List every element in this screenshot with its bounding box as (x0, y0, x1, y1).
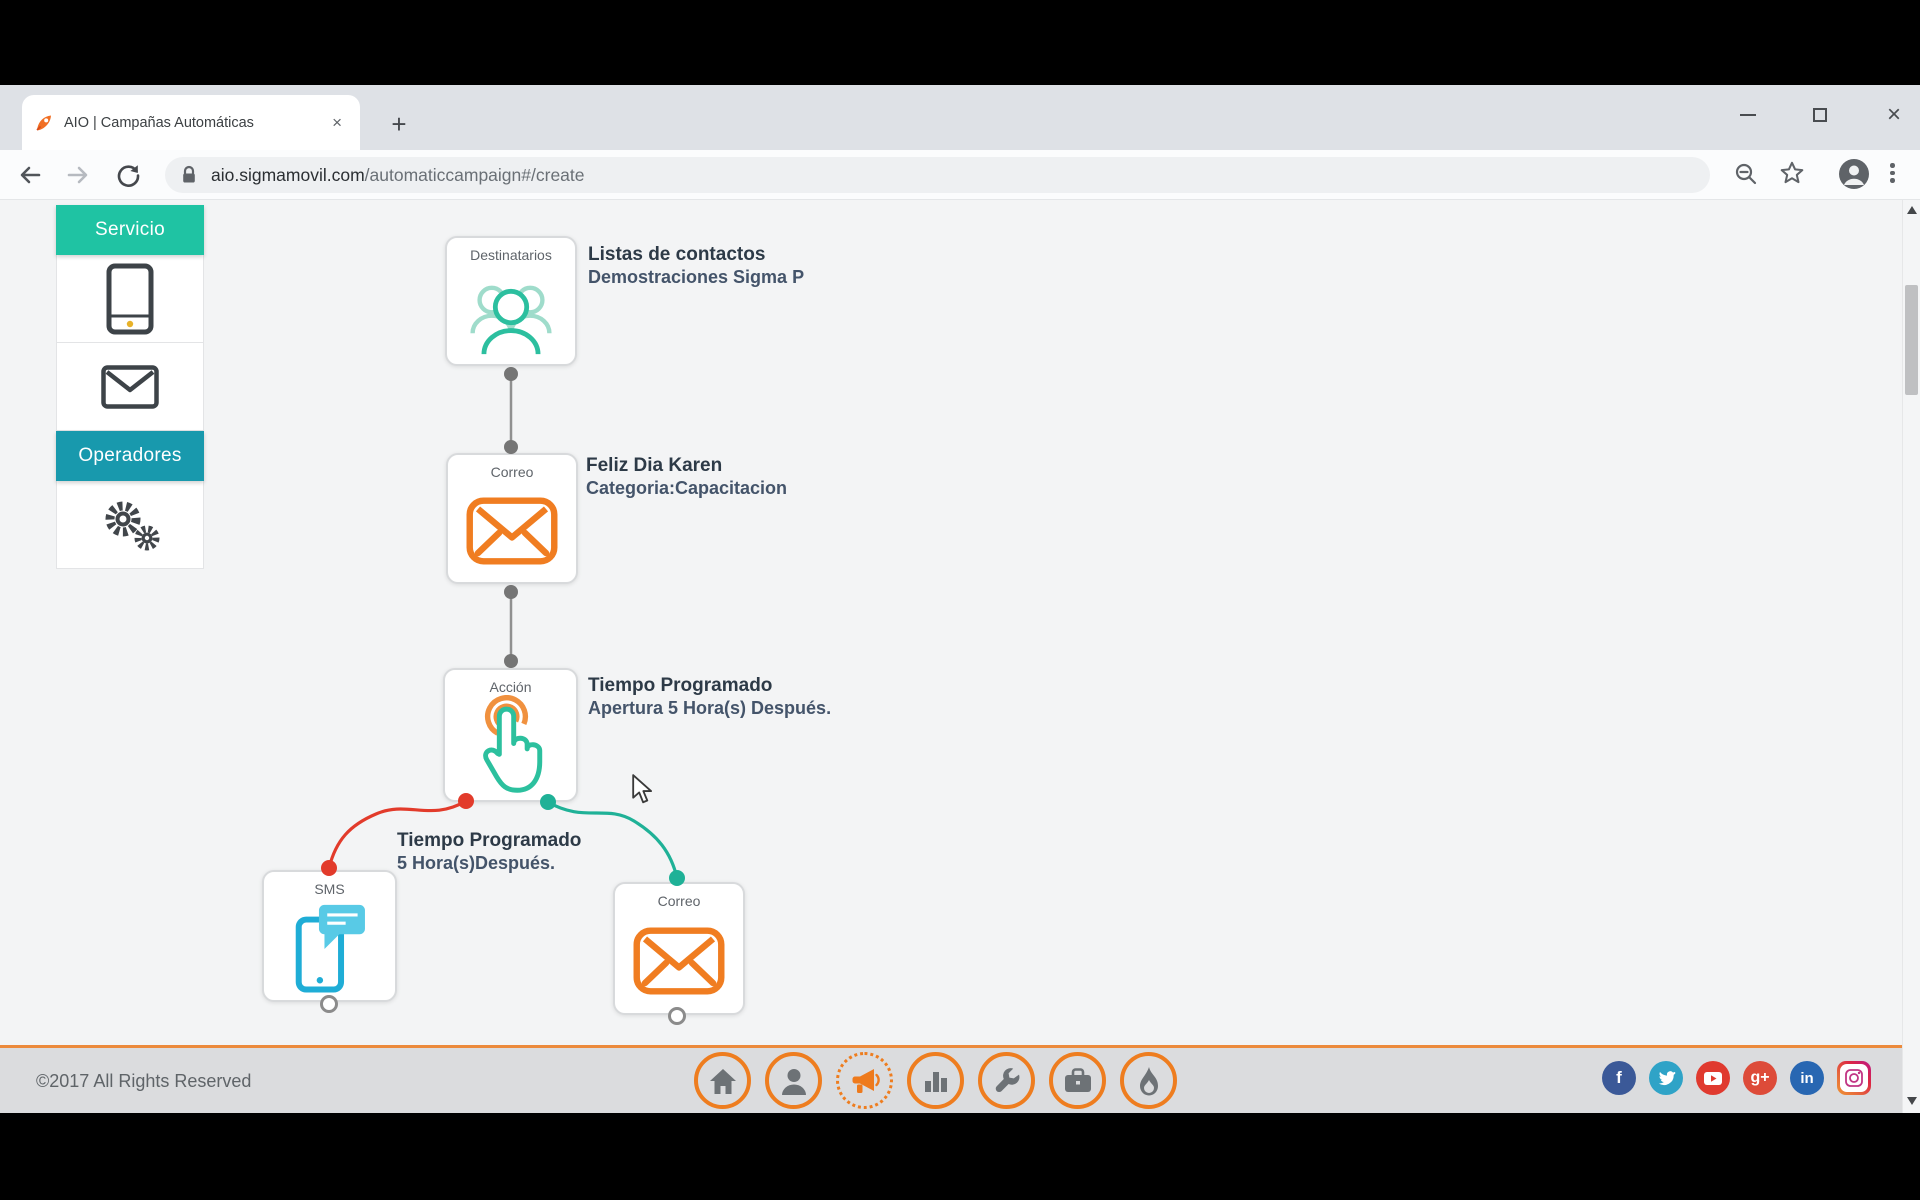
twitter-icon[interactable] (1649, 1061, 1683, 1095)
megaphone-icon (852, 1068, 880, 1093)
linkedin-icon[interactable]: in (1790, 1061, 1824, 1095)
page-scrollbar[interactable] (1902, 200, 1920, 1113)
wrench-icon (995, 1067, 1019, 1092)
flow-node-accion[interactable]: Acción (443, 668, 578, 802)
contacts-group-icon (470, 285, 552, 354)
palette-sidebar: Servicio Operadores (56, 205, 204, 569)
smartphone-icon (106, 263, 154, 334)
browser-window: AIO | Campañas Automáticas × + × aio.sig… (0, 85, 1920, 1113)
node-annotation: Tiempo Programado Apertura 5 Hora(s) Des… (588, 675, 831, 719)
palette-item-sms[interactable] (56, 255, 204, 343)
forward-arrow-icon (67, 166, 88, 184)
profile-avatar[interactable] (1838, 158, 1870, 195)
url-bar[interactable]: aio.sigmamovil.com/automaticcampaign#/cr… (165, 157, 1710, 193)
facebook-icon[interactable]: f (1602, 1061, 1636, 1095)
contacts-button[interactable] (765, 1052, 822, 1109)
back-button[interactable] (14, 159, 46, 191)
browser-toolbar: aio.sigmamovil.com/automaticcampaign#/cr… (0, 150, 1920, 200)
youtube-icon[interactable] (1696, 1061, 1730, 1095)
bookmark-star-icon[interactable] (1780, 161, 1804, 190)
scrollbar-thumb[interactable] (1905, 285, 1918, 395)
hand-pointer-icon (482, 695, 542, 793)
browser-menu-icon[interactable] (1890, 160, 1895, 186)
annotation-subtitle: Apertura 5 Hora(s) Después. (588, 698, 832, 718)
edge-annotation: Tiempo Programado 5 Hora(s)Después. (397, 830, 581, 874)
browser-tab[interactable]: AIO | Campañas Automáticas × (22, 95, 360, 150)
rocket-favicon (36, 115, 51, 131)
window-minimize-button[interactable] (1736, 103, 1760, 127)
palette-item-operadores[interactable] (56, 481, 204, 569)
node-label: Acción (489, 679, 532, 695)
scrollbar-down-arrow[interactable] (1907, 1097, 1917, 1105)
gears-icon (105, 501, 160, 550)
node-label: Destinatarios (470, 247, 552, 263)
palette-item-correo[interactable] (56, 343, 204, 431)
instagram-icon[interactable] (1837, 1061, 1871, 1095)
node-annotation: Listas de contactos Demostraciones Sigma… (588, 244, 804, 288)
envelope-icon (101, 364, 159, 409)
annotation-title: Tiempo Programado (588, 675, 773, 696)
annotation-title: Tiempo Programado (397, 830, 582, 851)
footer-nav (694, 1052, 1177, 1109)
reload-button[interactable] (112, 159, 144, 191)
connector-dot[interactable] (504, 654, 518, 668)
tab-title: AIO | Campañas Automáticas (64, 114, 254, 131)
annotation-title: Listas de contactos (588, 244, 766, 265)
connector-dot[interactable] (504, 367, 518, 381)
copyright-text: ©2017 All Rights Reserved (36, 1071, 252, 1091)
url-text: aio.sigmamovil.com/automaticcampaign#/cr… (211, 164, 585, 185)
lock-icon (183, 165, 195, 183)
annotation-title: Feliz Dia Karen (586, 455, 723, 476)
reports-button[interactable] (907, 1052, 964, 1109)
flow-node-correo-2[interactable]: Correo (613, 882, 745, 1015)
envelope-icon (466, 497, 558, 565)
node-label: Correo (657, 893, 701, 909)
mouse-cursor (632, 774, 652, 804)
flow-node-sms[interactable]: SMS (262, 870, 397, 1002)
bar-chart-icon (924, 1071, 947, 1092)
back-arrow-icon (20, 166, 41, 184)
home-icon (709, 1068, 736, 1094)
flow-node-correo-1[interactable]: Correo (446, 453, 578, 584)
zoom-out-icon[interactable] (1733, 161, 1759, 192)
tab-close-button[interactable]: × (332, 112, 342, 132)
app-footer: ©2017 All Rights Reserved (0, 1045, 1920, 1113)
node-label: SMS (314, 881, 345, 897)
tools-button[interactable] (978, 1052, 1035, 1109)
page-content: Servicio Operadores (0, 200, 1920, 1045)
home-button[interactable] (694, 1052, 751, 1109)
briefcase-icon (1064, 1068, 1091, 1092)
scrollbar-up-arrow[interactable] (1907, 206, 1917, 214)
social-links: f g+ in (1602, 1061, 1871, 1095)
user-icon (781, 1068, 806, 1095)
forward-button[interactable] (62, 159, 94, 191)
annotation-subtitle: 5 Hora(s)Después. (397, 853, 556, 873)
envelope-icon (633, 927, 725, 995)
sms-phone-icon (295, 904, 365, 992)
new-tab-button[interactable]: + (391, 108, 407, 139)
sidebar-header-operadores: Operadores (56, 431, 204, 481)
sidebar-header-servicio: Servicio (56, 205, 204, 255)
flow-node-destinatarios[interactable]: Destinatarios (445, 236, 577, 366)
annotation-subtitle: Categoria:Capacitacion (586, 478, 788, 498)
node-annotation: Feliz Dia Karen Categoria:Capacitacion (586, 455, 787, 499)
connector-dot[interactable] (504, 440, 518, 454)
reload-icon (117, 165, 140, 187)
window-close-button[interactable]: × (1886, 101, 1901, 128)
google-plus-icon[interactable]: g+ (1743, 1061, 1777, 1095)
flame-icon (1139, 1066, 1158, 1095)
annotation-subtitle: Demostraciones Sigma P (588, 267, 805, 287)
business-button[interactable] (1049, 1052, 1106, 1109)
window-maximize-button[interactable] (1808, 103, 1832, 127)
tab-strip: AIO | Campañas Automáticas × + × (0, 85, 1920, 150)
node-label: Correo (490, 464, 534, 480)
connector-dot[interactable] (504, 585, 518, 599)
trending-button[interactable] (1120, 1052, 1177, 1109)
campaigns-button[interactable] (836, 1052, 893, 1109)
